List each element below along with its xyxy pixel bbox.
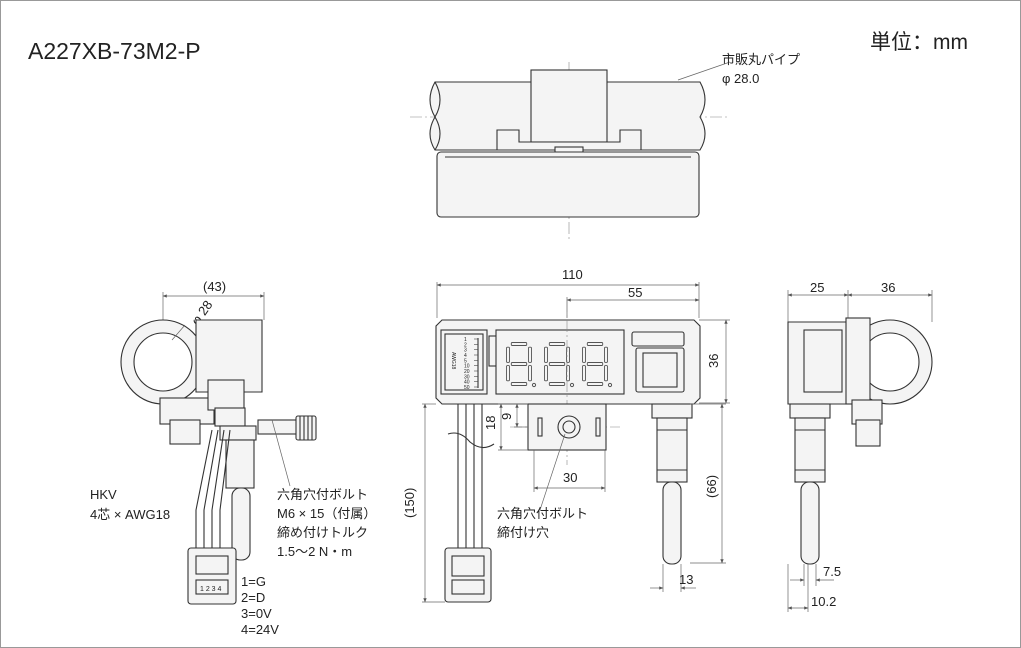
scale-tick-label: 4 bbox=[464, 353, 467, 359]
display-decimal-point bbox=[569, 382, 575, 388]
dim-110: 110 bbox=[562, 267, 583, 282]
bolt-hole-label-1: 六角穴付ボルト bbox=[497, 506, 588, 521]
dim-18: 18 bbox=[483, 416, 498, 430]
dim-25: 25 bbox=[810, 280, 824, 295]
dim-9: 9 bbox=[499, 413, 514, 420]
pin-1: 1=G bbox=[241, 574, 266, 589]
display-segment bbox=[566, 365, 570, 382]
scale-tick-label: 3 bbox=[464, 348, 467, 354]
display-segment bbox=[586, 342, 604, 346]
display-segment bbox=[586, 362, 604, 366]
dim-43: (43) bbox=[203, 279, 226, 294]
seven-segment-display bbox=[506, 342, 613, 388]
dim-55: 55 bbox=[628, 285, 642, 300]
display-segment bbox=[506, 346, 510, 363]
dim-150: (150) bbox=[402, 488, 417, 518]
svg-text:1 2 3 4: 1 2 3 4 bbox=[200, 586, 222, 593]
scale-tick-label: 10 bbox=[464, 364, 470, 370]
display-segment bbox=[510, 342, 528, 346]
display-segment bbox=[548, 382, 566, 386]
dim-36-right: 36 bbox=[881, 280, 895, 295]
display-segment bbox=[528, 365, 532, 382]
left-view: (43) φ 28 1 2 3 4 HKV 4 bbox=[90, 279, 376, 637]
display-segment bbox=[604, 365, 608, 382]
pin-4: 4=24V bbox=[241, 622, 279, 637]
pin-3: 3=0V bbox=[241, 606, 272, 621]
bolt-label-3: 締め付けトルク bbox=[277, 525, 368, 540]
top-view: 市販丸パイプ φ 28.0 bbox=[410, 52, 800, 240]
scale-tick-label: 50 bbox=[464, 385, 470, 391]
scale-tick-label: 5 bbox=[464, 358, 467, 364]
scale-tick-label: 2 bbox=[464, 342, 467, 348]
unit-label: 単位：mm bbox=[870, 31, 968, 54]
bolt-label-4: 1.5〜2 N・m bbox=[277, 544, 352, 559]
pipe-diameter: φ 28.0 bbox=[722, 71, 759, 86]
display-segment bbox=[510, 362, 528, 366]
display-decimal-point bbox=[607, 382, 613, 388]
pin-2: 2=D bbox=[241, 590, 265, 605]
display-segment bbox=[582, 346, 586, 363]
display-segment bbox=[510, 382, 528, 386]
pipe-label: 市販丸パイプ bbox=[722, 52, 800, 67]
dim-66: (66) bbox=[704, 475, 719, 498]
dim-13: 13 bbox=[679, 572, 693, 587]
dim-10-2: 10.2 bbox=[811, 594, 836, 609]
bolt-hole-label-2: 締付け穴 bbox=[497, 525, 549, 540]
display-segment bbox=[548, 362, 566, 366]
scale-tick-label: 20 bbox=[464, 369, 470, 375]
display-decimal-point bbox=[531, 382, 537, 388]
scale-tick-label: 30 bbox=[464, 374, 470, 380]
display-segment bbox=[566, 346, 570, 363]
model-title: A227XB-73M2-P bbox=[28, 38, 201, 64]
display-segment bbox=[544, 346, 548, 363]
right-view: 25 36 7.5 10.2 bbox=[787, 280, 933, 612]
scale-tick-label: 40 bbox=[464, 380, 470, 386]
scale-label: AWG18 bbox=[450, 352, 456, 370]
display-segment bbox=[544, 365, 548, 382]
display-segment bbox=[506, 365, 510, 382]
display-segment bbox=[604, 346, 608, 363]
bolt-label-2: M6 × 15（付属） bbox=[277, 506, 376, 521]
display-segment bbox=[548, 342, 566, 346]
display-segment bbox=[528, 346, 532, 363]
display-segment bbox=[586, 382, 604, 386]
cable-title: HKV bbox=[90, 487, 117, 502]
scale-tick-label: 1 bbox=[464, 337, 467, 343]
dim-30: 30 bbox=[563, 470, 577, 485]
bolt-label-1: 六角穴付ボルト bbox=[277, 487, 368, 502]
display-segment bbox=[582, 365, 586, 382]
cable-spec: 4芯 × AWG18 bbox=[90, 507, 170, 522]
dim-36-front: 36 bbox=[706, 354, 721, 368]
dim-7-5: 7.5 bbox=[823, 564, 841, 579]
